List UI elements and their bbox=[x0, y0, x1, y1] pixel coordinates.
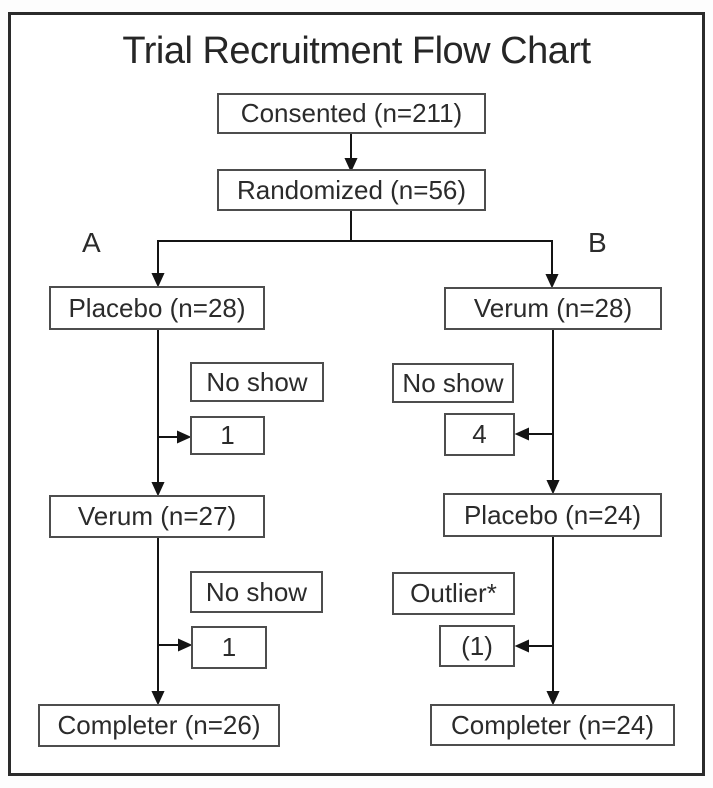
node-completer-b: Completer (n=24) bbox=[430, 704, 675, 746]
node-noshow-count-a1: 1 bbox=[190, 416, 265, 455]
node-outlier-count-b2: (1) bbox=[439, 625, 515, 667]
node-completer-a: Completer (n=26) bbox=[38, 704, 280, 747]
node-noshow-label-b1: No show bbox=[392, 363, 514, 403]
branch-label-b: B bbox=[588, 227, 607, 258]
node-allocation-b: Verum (n=28) bbox=[444, 287, 662, 330]
node-outlier-label-b2: Outlier* bbox=[392, 572, 515, 615]
node-randomized: Randomized (n=56) bbox=[217, 169, 486, 211]
node-allocation-a: Placebo (n=28) bbox=[49, 286, 265, 330]
chart-frame bbox=[8, 12, 705, 776]
node-noshow-count-b1: 4 bbox=[444, 413, 515, 456]
node-switch-b: Placebo (n=24) bbox=[443, 493, 662, 537]
branch-label-a: A bbox=[82, 227, 101, 258]
node-noshow-label-a2: No show bbox=[190, 571, 323, 613]
node-noshow-label-a1: No show bbox=[190, 362, 324, 402]
chart-title: Trial Recruitment Flow Chart bbox=[122, 30, 591, 72]
node-consented: Consented (n=211) bbox=[217, 93, 486, 134]
node-switch-a: Verum (n=27) bbox=[49, 495, 265, 538]
node-noshow-count-a2: 1 bbox=[191, 626, 267, 669]
